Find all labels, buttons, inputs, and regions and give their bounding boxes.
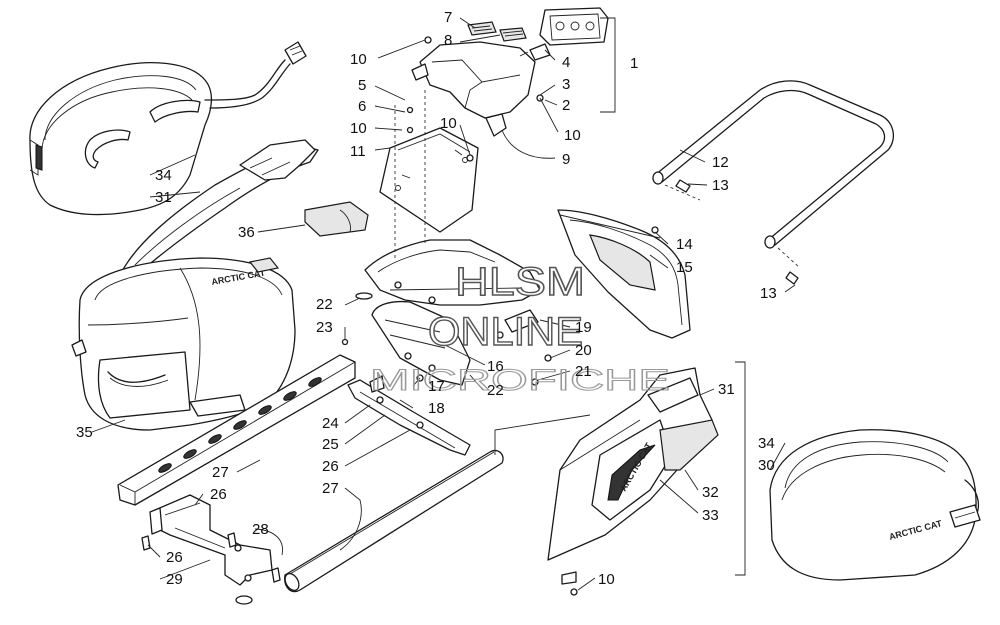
callout-7: 7	[444, 9, 452, 26]
callout-34b: 34	[758, 435, 775, 452]
watermark-line1: HLSM	[455, 260, 585, 304]
lower-bracket-29	[141, 494, 281, 605]
callout-30: 30	[758, 457, 775, 474]
callout-28: 28	[252, 521, 269, 538]
callout-10b: 10	[350, 120, 367, 137]
bracket-right-group	[735, 361, 746, 576]
callout-31a: 31	[155, 189, 172, 206]
left-saddlebag-top	[29, 41, 307, 216]
callout-2: 2	[562, 97, 570, 114]
callout-17: 17	[428, 378, 445, 395]
callout-1: 1	[630, 55, 638, 72]
callout-35: 35	[76, 424, 93, 441]
right-saddlebag: ARCTIC CAT	[769, 429, 981, 581]
callout-21: 21	[575, 363, 592, 380]
callout-31b: 31	[718, 381, 735, 398]
right-side-panel: ARCTIC CAT	[547, 367, 719, 596]
left-saddlebag-large: ARCTIC CAT	[71, 257, 296, 431]
mount-bracket-26	[347, 375, 471, 456]
callout-18: 18	[428, 400, 445, 417]
callout-20: 20	[575, 342, 592, 359]
callout-23: 23	[316, 319, 333, 336]
cross-tube-27b	[284, 414, 591, 593]
callout-22a: 22	[316, 296, 333, 313]
callout-6: 6	[358, 98, 366, 115]
callout-15: 15	[676, 259, 693, 276]
callout-10e: 10	[598, 571, 615, 588]
callout-12: 12	[712, 154, 729, 171]
callout-26a: 26	[322, 458, 339, 475]
callout-32: 32	[702, 484, 719, 501]
callout-19: 19	[575, 319, 592, 336]
callout-5: 5	[358, 77, 366, 94]
callout-10d: 10	[564, 127, 581, 144]
callout-24: 24	[322, 415, 339, 432]
callout-13a: 13	[712, 177, 729, 194]
callout-29: 29	[166, 571, 183, 588]
callout-13b: 13	[760, 285, 777, 302]
callout-16: 16	[487, 358, 504, 375]
callout-27a: 27	[212, 464, 229, 481]
left-mount-rail	[119, 139, 319, 276]
pad-36	[304, 201, 369, 237]
callout-34a: 34	[155, 167, 172, 184]
watermark-line3: MICROFICHE	[370, 364, 670, 397]
callout-26b: 26	[210, 486, 227, 503]
side-shield-15	[557, 209, 691, 339]
watermark-line2: ONLINE	[428, 310, 583, 354]
callout-11: 11	[350, 143, 366, 160]
leader-lines	[91, 17, 796, 591]
callout-10c: 10	[440, 115, 457, 132]
callout-14: 14	[676, 236, 693, 253]
callout-36: 36	[238, 224, 255, 241]
grab-bar-12	[652, 80, 895, 285]
back-plate-11	[379, 127, 479, 233]
watermark: HLSM ONLINE MICROFICHE	[370, 259, 671, 397]
bracket-1	[600, 17, 616, 113]
callout-26c: 26	[166, 549, 183, 566]
callout-4: 4	[562, 54, 570, 71]
rear-flap-16	[371, 300, 471, 386]
hardware	[341, 36, 659, 386]
callout-25: 25	[322, 436, 339, 453]
cross-rail-27a	[117, 354, 356, 506]
tail-light-housing	[411, 21, 536, 137]
tail-light-lens	[519, 7, 609, 61]
callout-3: 3	[562, 76, 570, 93]
callout-10a: 10	[350, 51, 367, 68]
callout-labels: 1 2 3 4 5 6 7 8 9 10 10 10 10 10 11 12 1…	[76, 9, 777, 588]
rear-bumper-9	[364, 90, 541, 306]
callout-22b: 22	[487, 382, 504, 399]
callout-33: 33	[702, 507, 719, 524]
callout-9: 9	[562, 151, 570, 168]
callout-8: 8	[444, 32, 452, 49]
callout-27b: 27	[322, 480, 339, 497]
